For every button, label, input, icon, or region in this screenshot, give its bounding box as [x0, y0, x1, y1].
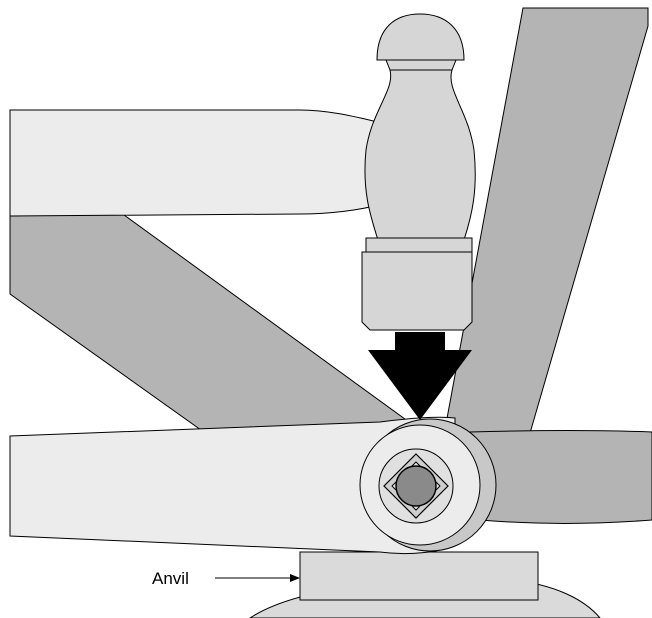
seat-tube — [442, 7, 649, 441]
hammer-collar — [365, 237, 473, 253]
hammer-handle — [9, 109, 379, 217]
anvil-arrowhead-icon — [290, 574, 300, 582]
hammer-neck — [385, 59, 457, 71]
rear-crank-arm — [469, 430, 652, 524]
diagonal-tube — [9, 211, 422, 441]
axle-center — [395, 465, 437, 507]
hammer-face — [361, 251, 473, 331]
anvil-label: Anvil — [152, 569, 189, 588]
anvil-block — [299, 551, 539, 601]
hammer-top — [376, 13, 465, 61]
hammer-body — [364, 69, 476, 241]
down-arrow-icon — [368, 332, 472, 420]
